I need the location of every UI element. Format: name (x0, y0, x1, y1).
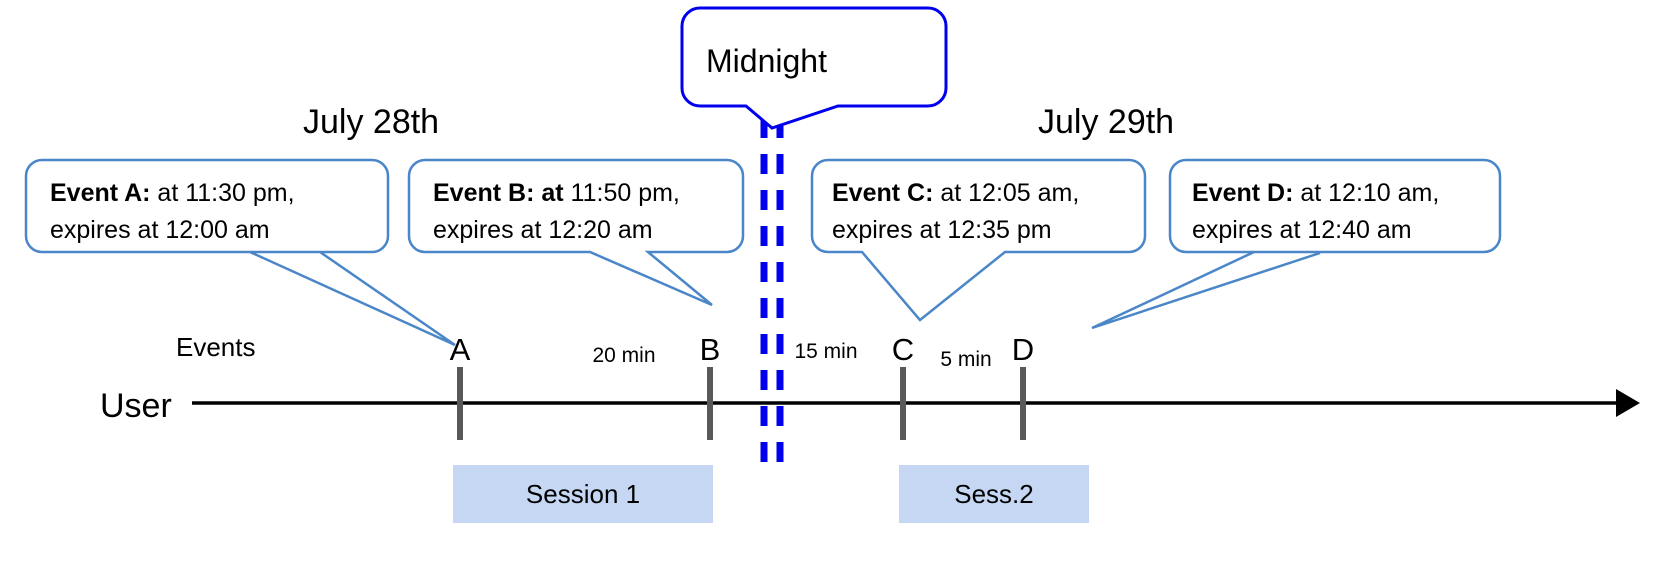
midnight-label: Midnight (706, 43, 827, 79)
midnight-callout-shape (680, 6, 948, 130)
callout-event-d-line1: Event D: at 12:10 am, (1192, 179, 1439, 207)
callout-event-c[interactable]: Event C: at 12:05 am, expires at 12:35 p… (810, 158, 1147, 322)
callout-event-d-shape (1168, 158, 1502, 254)
date-left-label: July 28th (303, 103, 439, 141)
marker-label-a: A (450, 332, 471, 367)
marker-label-b: B (700, 332, 721, 367)
gap-label-ab: 20 min (592, 344, 655, 367)
callout-event-c-shape (810, 158, 1147, 322)
marker-label-d: D (1012, 332, 1034, 367)
callout-event-a-shape (24, 158, 456, 347)
session-1-label: Session 1 (526, 479, 640, 509)
session-2-label: Sess.2 (954, 479, 1034, 509)
timeline-axis (192, 389, 1640, 417)
callout-event-c-line2: expires at 12:35 pm (832, 216, 1052, 244)
user-row-label: User (100, 387, 172, 425)
marker-label-c: C (892, 332, 914, 367)
callout-event-b[interactable]: Event B: at 11:50 pm, expires at 12:20 a… (407, 158, 745, 307)
date-right-label: July 29th (1038, 103, 1174, 141)
timeline-arrow-icon (1616, 389, 1640, 417)
callout-event-a-line2: expires at 12:00 am (50, 216, 270, 244)
callout-event-a[interactable]: Event A: at 11:30 pm, expires at 12:00 a… (24, 158, 456, 347)
events-row-label: Events (176, 332, 256, 362)
session-1-box[interactable] (453, 465, 713, 523)
callout-event-c-line1: Event C: at 12:05 am, (832, 179, 1079, 207)
callout-event-b-line1: Event B: at 11:50 pm, (433, 179, 680, 207)
callout-event-b-shape (407, 158, 745, 307)
callout-event-d[interactable]: Event D: at 12:10 am, expires at 12:40 a… (1091, 158, 1502, 330)
midnight-divider-line (760, 118, 784, 478)
gap-label-cd: 5 min (940, 348, 991, 371)
callout-event-d-line2: expires at 12:40 am (1192, 216, 1412, 244)
midnight-callout[interactable]: Midnight (680, 6, 948, 130)
gap-label-bc: 15 min (794, 340, 857, 363)
callout-event-a-line1: Event A: at 11:30 pm, (50, 179, 295, 207)
callout-event-d-tail (1091, 250, 1321, 330)
session-2-box[interactable] (899, 465, 1089, 523)
callout-event-b-line2: expires at 12:20 am (433, 216, 653, 244)
